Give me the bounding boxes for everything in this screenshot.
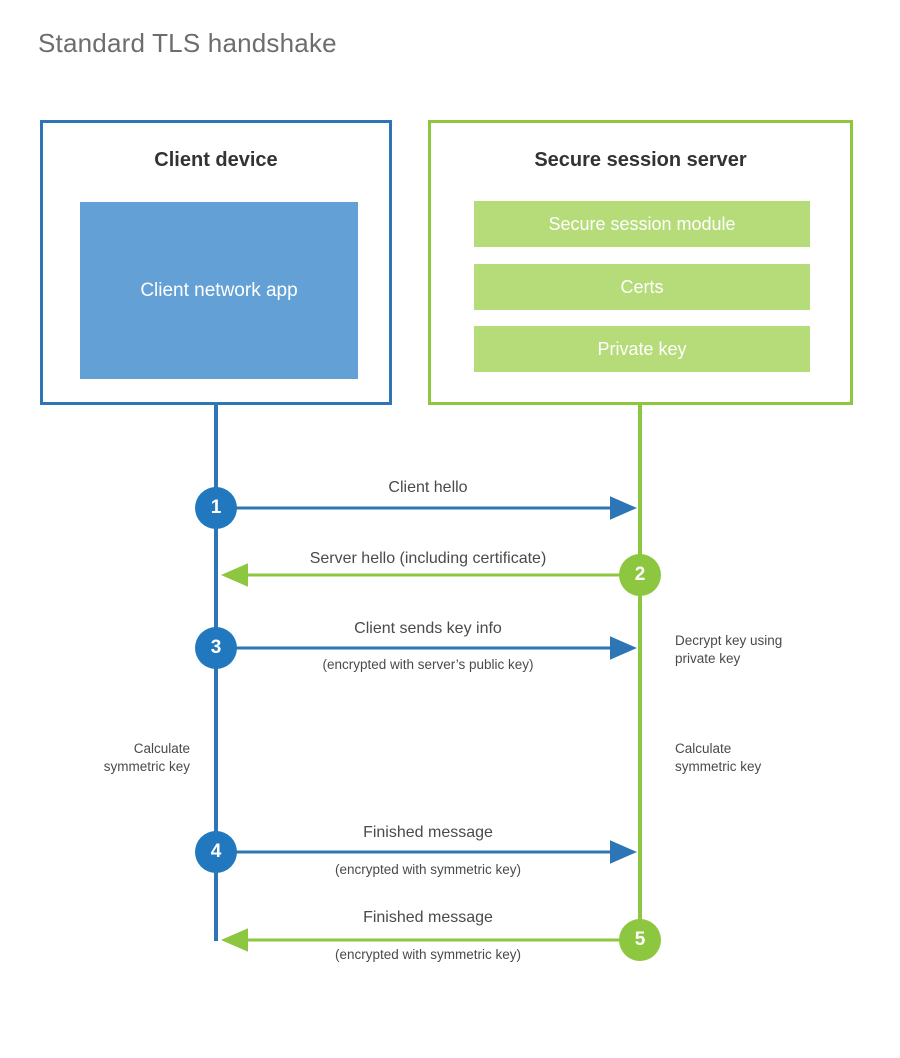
client-network-app-block: Client network app [80,202,358,379]
annotation-decrypt-key: Decrypt key using private key [675,632,865,668]
client-device-box: Client device Client network app [40,120,392,405]
annotation-client-calculate-symmetric-key: Calculate symmetric key [20,740,190,776]
server-module-certs: Certs [474,264,810,310]
client-device-title: Client device [154,149,278,171]
step-2-label: Server hello (including certificate) [309,550,547,567]
step-circle-1[interactable]: 1 [195,487,237,529]
step-3-sublabel: (encrypted with server’s public key) [322,657,534,672]
step-4-sublabel: (encrypted with symmetric key) [334,862,522,877]
step-3-label: Client sends key info [354,620,502,637]
step-1-label: Client hello [388,479,468,496]
annotation-decrypt-key-line-2: private key [675,650,741,666]
secure-session-server-box: Secure session server Secure session mod… [428,120,853,405]
annotation-server-calculate-symmetric-key: Calculate symmetric key [675,740,865,776]
server-module-secure-session-module: Secure session module [474,201,810,247]
step-5-label: Finished message [363,909,493,926]
step-circle-5[interactable]: 5 [619,919,661,961]
annotation-client-calculate-line-2: symmetric key [103,758,190,774]
secure-session-server-title: Secure session server [534,149,747,171]
server-module-private-key: Private key [474,326,810,372]
step-circle-4[interactable]: 4 [195,831,237,873]
step-circle-2[interactable]: 2 [619,554,661,596]
annotation-server-calculate-line-2: symmetric key [675,758,762,774]
step-5-sublabel: (encrypted with symmetric key) [334,947,522,962]
annotation-server-calculate-line-1: Calculate [675,741,732,756]
page-title: Standard TLS handshake [38,28,337,58]
annotation-decrypt-key-line-1: Decrypt key using [675,633,783,648]
step-4-label: Finished message [363,824,493,841]
annotation-client-calculate-line-1: Calculate [133,741,190,756]
step-circle-3[interactable]: 3 [195,627,237,669]
